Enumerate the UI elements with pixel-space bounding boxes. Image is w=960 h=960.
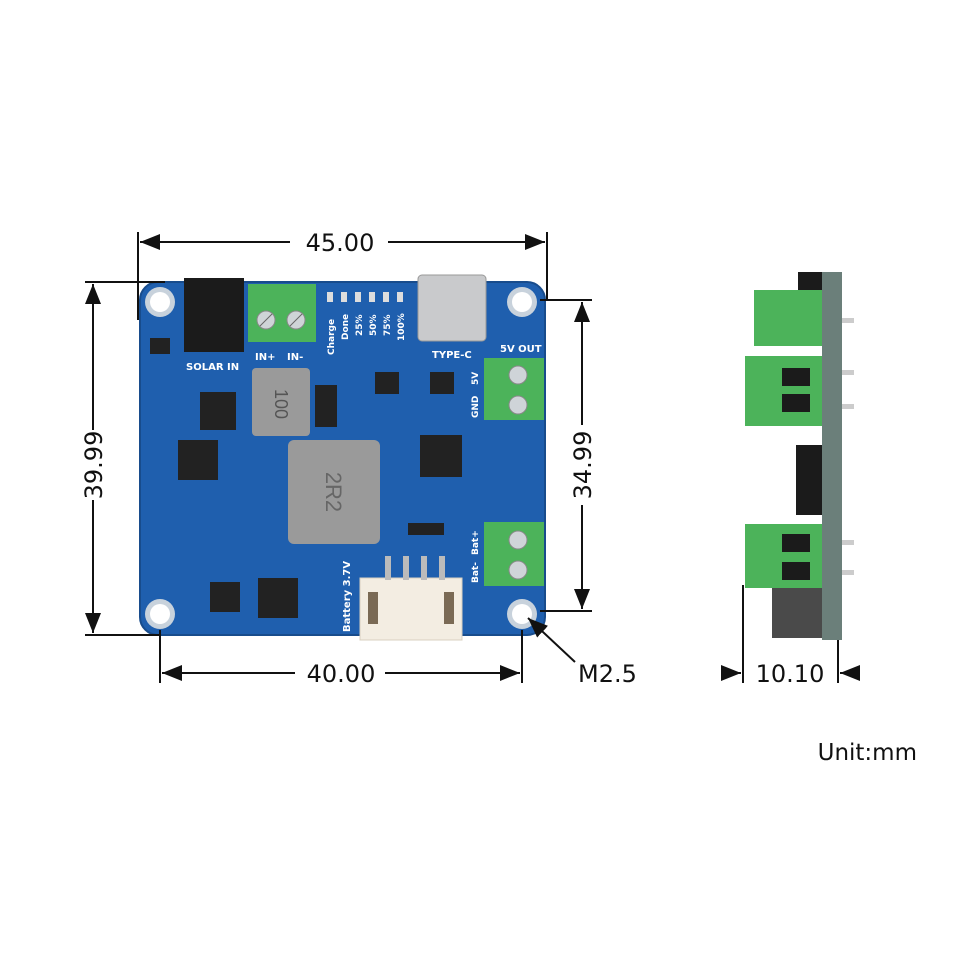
- dimension-width-total: 45.00: [306, 229, 375, 257]
- usb-type-c-port: [417, 274, 487, 342]
- label-led-75: 75%: [383, 314, 393, 336]
- mount-hole-tr: [507, 287, 537, 317]
- input-terminal-block: [248, 284, 316, 342]
- battery-terminal-block: [484, 522, 544, 586]
- inductor-1-marking: 100: [271, 389, 291, 419]
- label-bat-minus: Bat-: [471, 562, 481, 583]
- dimension-mount-hole: M2.5: [578, 660, 637, 688]
- label-type-c: TYPE-C: [432, 350, 472, 361]
- dimension-lines: [85, 232, 860, 683]
- ic-chip: [258, 578, 298, 618]
- inductor-2-marking: 2R2: [321, 472, 346, 512]
- status-leds: [327, 292, 403, 302]
- dimension-thickness: 10.10: [756, 660, 825, 688]
- pcb-top-view: SOLAR IN IN+ IN- Charge Done 25% 50% 75%…: [139, 274, 546, 641]
- ic-chip: [178, 440, 218, 480]
- resistor: [408, 523, 444, 535]
- label-bat-plus: Bat+: [471, 530, 481, 555]
- label-in-plus: IN+: [255, 352, 275, 363]
- label-led-50: 50%: [369, 314, 379, 336]
- dimension-hole-spacing-vertical: 34.99: [569, 431, 597, 500]
- label-battery: Battery 3.7V: [342, 561, 353, 632]
- diode: [315, 385, 337, 427]
- unit-label: Unit:mm: [818, 740, 917, 766]
- mount-hole-tl: [145, 287, 175, 317]
- label-5v: 5V: [471, 372, 481, 385]
- label-solar-in: SOLAR IN: [186, 362, 239, 373]
- dimension-height-total: 39.99: [80, 431, 108, 500]
- ic-chip: [200, 392, 236, 430]
- battery-jst-connector: [359, 556, 463, 641]
- ic-chip: [420, 435, 462, 477]
- label-led-done: Done: [341, 314, 351, 340]
- inductor-small: 100: [252, 368, 310, 436]
- transistor: [375, 372, 399, 394]
- transistor: [430, 372, 454, 394]
- label-in-minus: IN-: [287, 352, 303, 363]
- solar-dc-jack: [184, 278, 244, 352]
- label-led-100: 100%: [397, 313, 407, 341]
- transistor: [150, 338, 170, 354]
- mount-hole-bl: [145, 599, 175, 629]
- label-gnd: GND: [471, 396, 481, 418]
- pcb-side-view: [745, 272, 854, 640]
- output-terminal-block: [484, 358, 544, 420]
- label-5v-out: 5V OUT: [500, 344, 542, 355]
- label-led-charge: Charge: [327, 319, 337, 355]
- mount-hole-br: [507, 599, 537, 629]
- label-led-25: 25%: [355, 314, 365, 336]
- ic-chip: [210, 582, 240, 612]
- dimension-hole-spacing-horizontal: 40.00: [307, 660, 376, 688]
- inductor-large: 2R2: [288, 440, 380, 544]
